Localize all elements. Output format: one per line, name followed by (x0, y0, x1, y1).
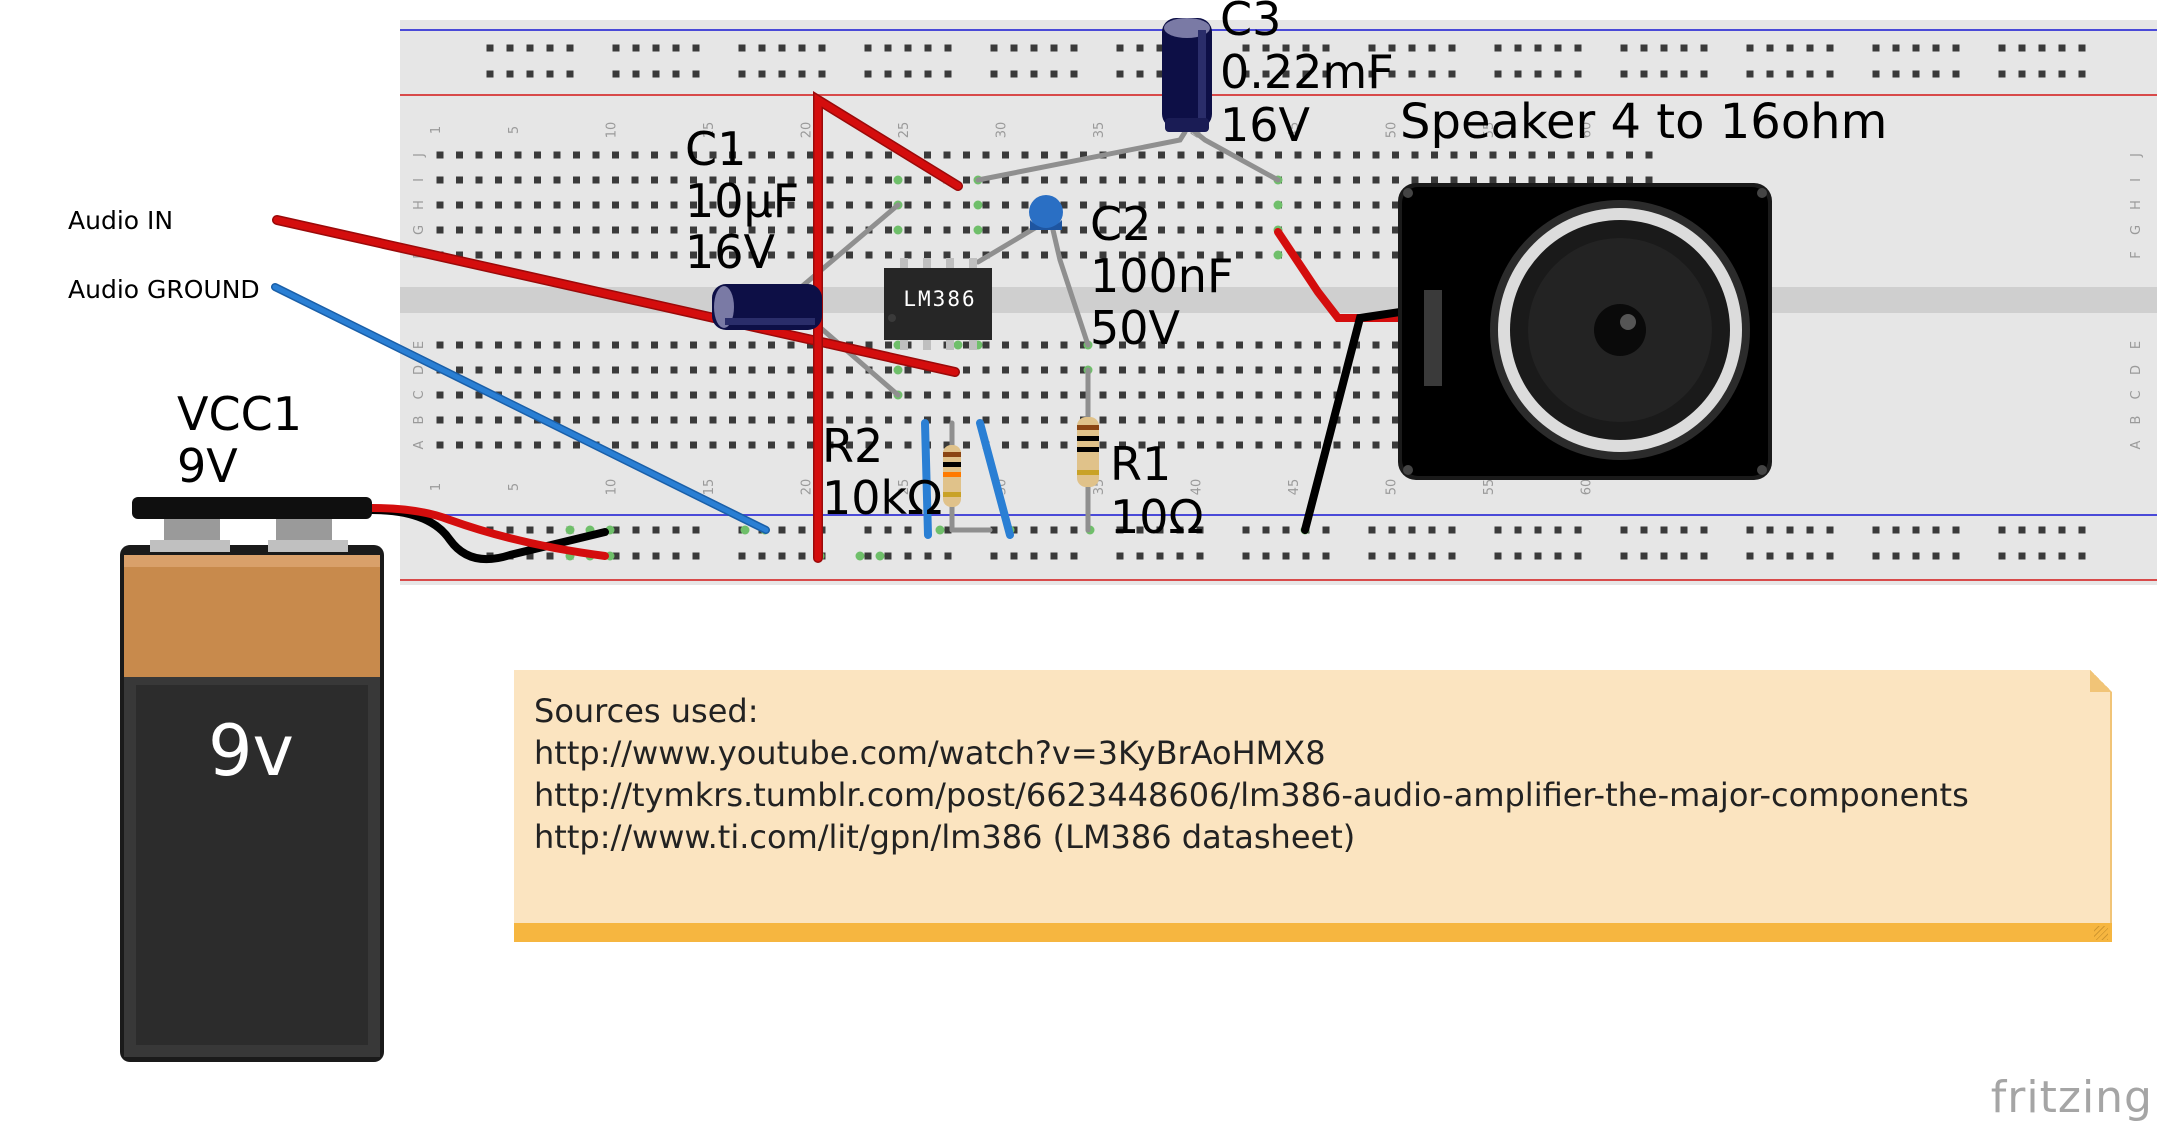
column-number: 50 (1385, 479, 1400, 496)
row-letter: J (2129, 153, 2144, 158)
row-letter: A (2129, 440, 2144, 449)
note-link-datasheet[interactable]: http://www.ti.com/lit/gpn/lm386 (LM386 d… (534, 818, 1356, 856)
row-letter: H (2129, 200, 2144, 210)
row-letter: I (412, 178, 427, 182)
column-number: 45 (1287, 479, 1302, 496)
wire-blue-pin-a (921, 419, 932, 539)
column-number: 1 (429, 126, 444, 134)
column-number: 35 (1092, 122, 1107, 139)
top-power-rail (400, 29, 2157, 96)
label-c3-voltage: 16V (1220, 98, 1311, 152)
row-letter: C (412, 390, 427, 399)
column-number: 5 (507, 483, 522, 491)
column-number: 10 (605, 122, 620, 139)
row-letter: B (2129, 416, 2144, 425)
label-r2-value: 10kΩ (822, 471, 942, 525)
row-letter: G (412, 225, 427, 235)
wire-red-vcc-rail (813, 91, 963, 563)
column-number: 40 (1190, 479, 1205, 496)
row-letter: C (2129, 390, 2144, 399)
lm386-chip: LM386 (884, 258, 992, 350)
row-letter: E (412, 341, 427, 349)
label-r1-name: R1 (1110, 437, 1171, 491)
capacitor-c2 (1029, 195, 1063, 230)
row-letter: D (2129, 365, 2144, 375)
label-r2-name: R2 (822, 419, 883, 473)
column-number: 45 (1287, 122, 1302, 139)
column-number: 1 (429, 483, 444, 491)
label-vcc-voltage: 9V (177, 439, 238, 493)
row-letter: H (412, 200, 427, 210)
column-number: 20 (800, 479, 815, 496)
note-heading: Sources used: (534, 692, 759, 730)
column-number: 55 (1482, 479, 1497, 496)
row-letter: E (2129, 341, 2144, 349)
column-number: 10 (605, 479, 620, 496)
label-c1-value: 10µF (685, 174, 799, 228)
row-letter: B (412, 416, 427, 425)
label-audio-ground: Audio GROUND (68, 275, 260, 304)
label-c3-value: 0.22mF (1220, 45, 1394, 99)
resistor-r2 (943, 423, 961, 530)
row-letter: G (2129, 225, 2144, 235)
label-c1-name: C1 (685, 122, 746, 176)
column-number: 20 (800, 122, 815, 139)
label-r1-value: 10Ω (1110, 490, 1204, 544)
capacitor-c1 (712, 284, 822, 330)
column-number: 50 (1385, 122, 1400, 139)
note-link-tumblr[interactable]: http://tymkrs.tumblr.com/post/6623448606… (534, 776, 1969, 814)
column-number: 15 (702, 479, 717, 496)
note-corner-fold (2090, 670, 2112, 692)
sources-note[interactable]: Sources used: http://www.youtube.com/wat… (514, 670, 2112, 942)
column-number: 25 (897, 122, 912, 139)
label-vcc-name: VCC1 (177, 387, 302, 441)
wire-blue-audio-ground (271, 283, 770, 534)
label-audio-in: Audio IN (68, 206, 173, 235)
row-letter: F (2129, 251, 2144, 258)
column-number: 60 (1580, 122, 1595, 139)
row-letter: D (412, 365, 427, 375)
resistor-r1 (1077, 417, 1099, 487)
wire-red-audio-in (272, 215, 960, 377)
battery-9v: 9v (120, 497, 384, 1062)
column-number: 30 (995, 122, 1010, 139)
column-number: 25 (897, 479, 912, 496)
label-c1-voltage: 16V (685, 225, 776, 279)
note-resize-grip[interactable] (2094, 926, 2108, 940)
label-speaker: Speaker 4 to 16ohm (1400, 94, 1887, 150)
lm386-label: LM386 (903, 287, 976, 311)
wire-blue-pin-b (976, 419, 1014, 539)
label-c2-name: C2 (1090, 197, 1151, 251)
column-number: 15 (702, 122, 717, 139)
label-c2-value: 100nF (1090, 249, 1233, 303)
label-c2-voltage: 50V (1090, 301, 1181, 355)
row-letter: A (412, 440, 427, 449)
battery-label: 9v (208, 710, 294, 792)
note-link-youtube[interactable]: http://www.youtube.com/watch?v=3KyBrAoHM… (534, 734, 1326, 772)
column-number: 60 (1580, 479, 1595, 496)
speaker (1398, 183, 1772, 480)
battery-leads (368, 504, 609, 564)
note-bottom-strip (514, 923, 2112, 942)
label-c3-name: C3 (1220, 0, 1281, 46)
capacitor-c3 (1162, 18, 1212, 132)
column-number: 55 (1482, 122, 1497, 139)
row-letter: J (412, 153, 427, 158)
wire-black-speaker (1301, 308, 1404, 534)
fritzing-watermark: fritzing (1990, 1072, 2153, 1123)
note-lines: Sources used: http://www.youtube.com/wat… (534, 690, 1969, 858)
column-number: 5 (507, 126, 522, 134)
row-letter: I (2129, 178, 2144, 182)
